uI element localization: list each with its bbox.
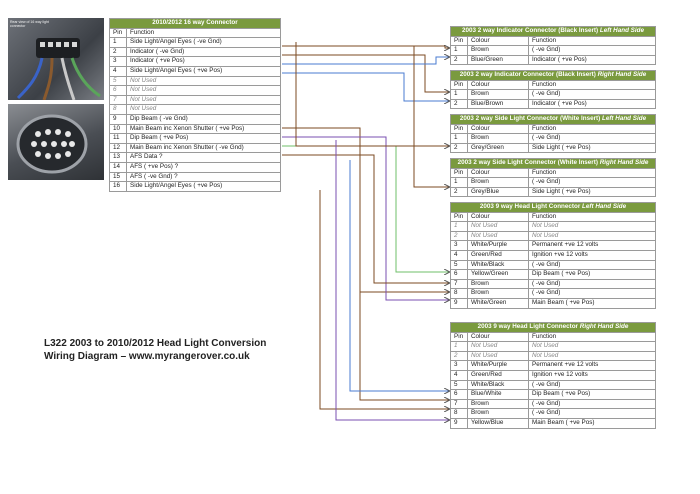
headlight-left-table: 2003 9 way Head Light Connector Left Han… (450, 202, 656, 309)
photo-caption: Rear view of 16 way light connector (10, 20, 49, 28)
sidelight-left-table: 2003 2 way Side Light Connector (White I… (450, 114, 656, 154)
wire-pin9-brown (282, 127, 449, 292)
function-cell: Main Beam ( +ve Pos) (528, 417, 656, 429)
function-cell: Side Light/Angel Eyes ( +ve Pos) (126, 181, 281, 192)
wire-hr-brown1 (359, 292, 449, 400)
wire-hr-brown2 (319, 190, 449, 409)
wire-pin3-blue (282, 57, 449, 65)
wire-pin4-blue (282, 72, 449, 101)
wire-pin12-brown (282, 154, 449, 283)
indicator-left-table: 2003 2 way Indicator Connector (Black In… (450, 26, 656, 66)
wire-pin16-brown (282, 45, 449, 187)
diagram-title-line2: Wiring Diagram – www.myrangerover.co.uk (44, 351, 250, 362)
function-cell: Main Beam ( +ve Pos) (528, 297, 656, 309)
wire-pin2-brown (282, 54, 449, 92)
diagram-title-line1: L322 2003 to 2010/2012 Head Light Conver… (44, 338, 267, 349)
indicator-right-table: 2003 2 way Indicator Connector (Black In… (450, 70, 656, 110)
connector-socket-image (16, 114, 88, 174)
function-cell: Indicator ( +ve Pos) (528, 98, 656, 110)
connector-socket-photo (8, 104, 104, 180)
headlight-right-table: 2003 9 way Head Light Connector Right Ha… (450, 322, 656, 429)
function-cell: Side Light ( +ve Pos) (528, 142, 656, 154)
connector-plug-image (16, 38, 101, 100)
wire-side-l (295, 42, 449, 146)
diagram-title: L322 2003 to 2010/2012 Head Light Conver… (44, 337, 266, 363)
sidelight-right-table: 2003 2 way Side Light Connector (White I… (450, 158, 656, 198)
connector-rear-photo: Rear view of 16 way light connector (8, 18, 104, 100)
wire-hr-purple (335, 140, 449, 420)
wire-pin11-green (282, 145, 449, 272)
function-cell: Side Light ( +ve Pos) (528, 186, 656, 198)
function-cell: Indicator ( +ve Pos) (528, 54, 656, 66)
wire-hr-blue (349, 160, 449, 391)
wire-pin10-purple (282, 136, 449, 300)
